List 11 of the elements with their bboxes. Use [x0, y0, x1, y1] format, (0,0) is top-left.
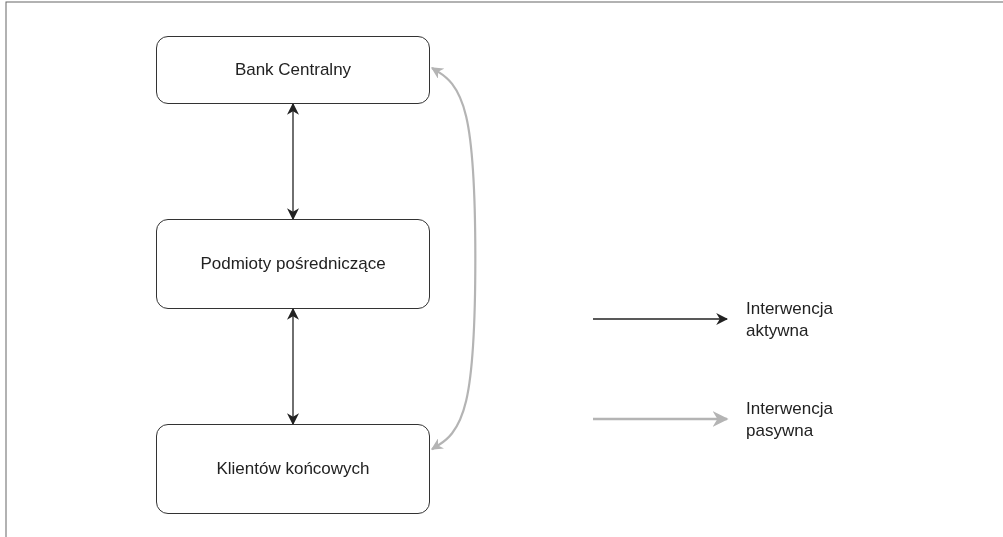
arrow: [287, 102, 299, 221]
legend-label: Interwencja aktywna: [746, 298, 834, 342]
node-label: Klientów końcowych: [216, 459, 370, 479]
legend-label: Interwencja pasywna: [746, 398, 834, 442]
process-box: [156, 219, 430, 309]
node-label: Bank Centralny: [234, 60, 352, 80]
process-box: [156, 424, 430, 514]
arrow: [287, 307, 299, 426]
node-label: Podmioty pośredniczące: [200, 254, 386, 274]
arrow: [431, 67, 477, 451]
process-box: [156, 36, 430, 104]
